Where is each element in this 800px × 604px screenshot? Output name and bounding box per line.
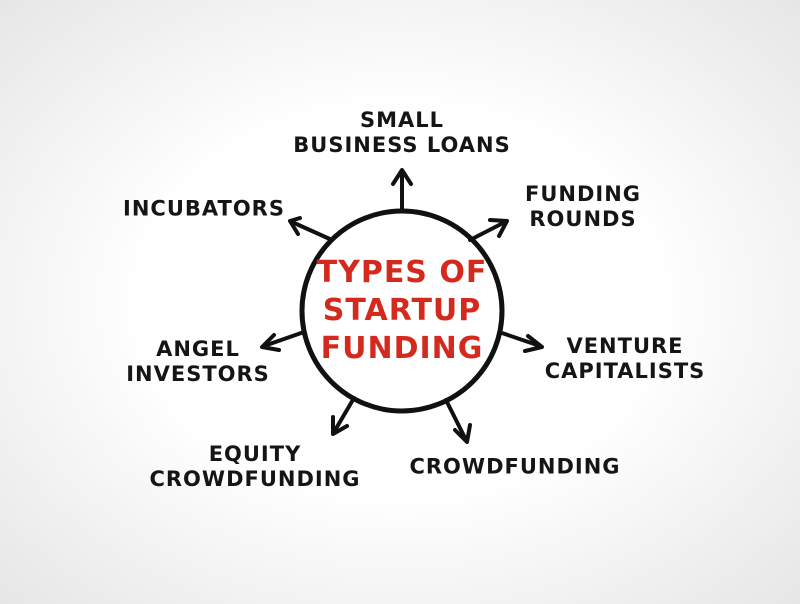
label-crowdfunding: CROWDFUNDING [409, 455, 620, 480]
label-line: ROUNDS [529, 207, 637, 231]
label-line: INCUBATORS [123, 196, 285, 221]
center-line: TYPES OF [316, 255, 488, 290]
label-line: FUNDING [524, 182, 642, 206]
label-line: EQUITY [208, 442, 302, 466]
label-line: CAPITALISTS [544, 359, 706, 383]
label-line: BUSINESS LOANS [293, 133, 511, 157]
label-line: ANGEL [156, 337, 240, 361]
label-line: SMALL [359, 108, 445, 132]
arrow-venture-capitalists [500, 331, 544, 353]
center-line: FUNDING [320, 331, 484, 366]
label-line: INVESTORS [126, 362, 270, 386]
label-line: CROWDFUNDING [149, 467, 361, 491]
arrow-equity-crowdfunding [331, 396, 356, 436]
label-line: VENTURE [566, 334, 684, 358]
arrow-crowdfunding [444, 398, 472, 444]
center-line: STARTUP [322, 293, 482, 328]
arrow-incubators [288, 216, 334, 242]
label-line: CROWDFUNDING [409, 454, 621, 479]
arrow-funding-rounds [468, 218, 509, 242]
label-incubators: INCUBATORS [123, 197, 285, 222]
center-title: TYPES OF STARTUP FUNDING [317, 254, 488, 368]
arrow-small-business-loans [391, 168, 413, 213]
arrow-angel-investors [260, 330, 306, 352]
